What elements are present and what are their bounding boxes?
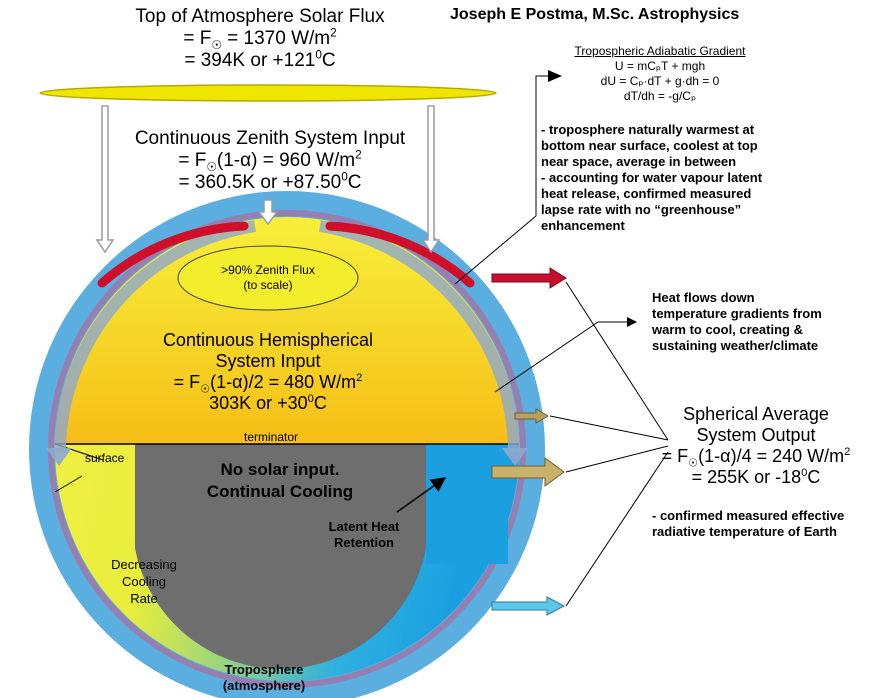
callout-line-adiabatic <box>454 215 537 285</box>
cooling-core <box>135 444 426 669</box>
no-solar-block: No solar input. Continual Cooling <box>206 460 354 501</box>
hemispherical-flux: = F☉(1-α)/2 = 480 W/m2 <box>173 372 363 396</box>
circulation-arrow-right <box>319 220 520 453</box>
toa-title: Top of Atmosphere Solar Flux <box>135 6 385 27</box>
day-hemisphere <box>55 217 519 444</box>
heat-flow-note: Heat flows down temperature gradients fr… <box>652 290 822 353</box>
red-band-right <box>325 221 475 288</box>
spherical-output-flux: = F☉(1-α)/4 = 240 W/m2 <box>661 446 851 470</box>
troposphere-label: Troposphere (atmosphere) <box>222 662 306 693</box>
adiabatic-title: Tropospheric Adiabatic Gradient <box>574 44 746 58</box>
out-arrow-cyan <box>491 596 566 616</box>
out-arrow-gold-small <box>514 408 549 424</box>
adiabatic-eq3: dT/dh = -g/Cₚ <box>623 89 697 103</box>
output-bracket <box>549 281 669 607</box>
adiabatic-eq1: U = mCₚT + mgh <box>614 59 706 73</box>
surface-label: surface <box>85 451 125 465</box>
spherical-output-title-1: Spherical Average <box>683 404 829 424</box>
zenith-input-flux: = F☉(1-α) = 960 W/m2 <box>178 148 362 174</box>
sun-ellipse <box>39 84 497 102</box>
hemispherical-title-2: System Input <box>215 351 321 371</box>
adiabatic-notes: - troposphere naturally warmest at botto… <box>541 122 763 233</box>
circulation-arrow-left <box>54 220 256 453</box>
zenith-flux-label: >90% Zenith Flux (to scale) <box>221 263 315 292</box>
author-credit: Joseph E Postma, M.Sc. Astrophysics <box>450 6 740 23</box>
terminator-label: terminator <box>244 430 299 444</box>
adiabatic-eq2: dU = Cₚ·dT + g·dh = 0 <box>600 74 720 88</box>
red-band-left <box>97 221 249 288</box>
incoming-flux-arrows <box>95 105 441 254</box>
zenith-input-block: Continuous Zenith System Input = F☉(1-α)… <box>100 128 440 194</box>
spherical-output-title-2: System Output <box>696 425 816 445</box>
out-arrow-gold-large <box>491 457 565 487</box>
spherical-output-block: Spherical Average System Output = F☉(1-α… <box>650 404 862 488</box>
decreasing-cooling-label: Decreasing Cooling Rate <box>111 557 177 606</box>
toa-block: Top of Atmosphere Solar Flux = F☉ = 1370… <box>100 6 420 72</box>
latent-heat-zone <box>426 444 508 564</box>
spherical-output-notes: - confirmed measured effective radiative… <box>652 508 845 539</box>
zenith-flux-ellipse <box>177 245 359 311</box>
hemispherical-temp: 303K or +300C <box>209 393 327 413</box>
zenith-input-title: Continuous Zenith System Input <box>134 128 406 149</box>
toa-flux: = F☉ = 1370 W/m2 <box>183 26 337 52</box>
spherical-output-temp: = 255K or -180C <box>691 467 821 487</box>
toa-temp: = 394K or +1210C <box>184 48 336 71</box>
hemispherical-title-1: Continuous Hemispherical <box>162 330 374 350</box>
zenith-input-temp: = 360.5K or +87.500C <box>178 170 362 193</box>
adiabatic-block: Tropospheric Adiabatic Gradient U = mCₚT… <box>540 44 780 104</box>
callout-line-heatflow <box>494 321 599 393</box>
out-arrow-red <box>491 267 567 289</box>
hemispherical-block: Continuous Hemispherical System Input = … <box>118 330 418 414</box>
latent-heat-label: Latent Heat Retention <box>328 519 400 550</box>
